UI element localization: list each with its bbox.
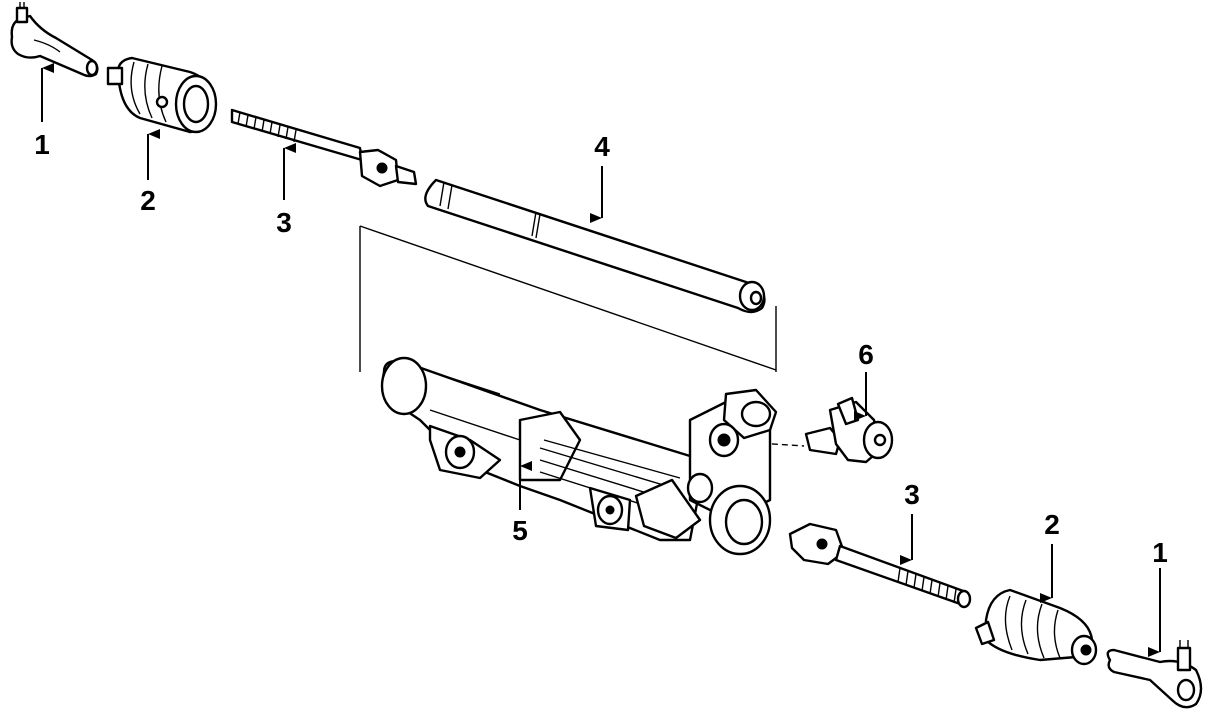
callout-labels: 1 2 3 4 5 6 3 2 1 [34, 129, 1168, 568]
callout-boot-left: 2 [140, 185, 156, 216]
callout-inner-tie-rod-left: 3 [276, 207, 292, 238]
callout-tie-rod-end-right: 1 [1152, 537, 1168, 568]
callout-tie-rod-end-left: 1 [34, 129, 50, 160]
callout-arrows [41, 63, 1161, 657]
boot-left [106, 56, 218, 134]
callout-inner-tie-rod-right: 3 [904, 479, 920, 510]
callout-rack: 4 [594, 131, 610, 162]
callout-rack-housing: 5 [512, 515, 528, 546]
inner-tie-rod-left [230, 108, 418, 188]
tie-rod-end-right [1106, 640, 1203, 709]
inner-tie-rod-right [788, 522, 972, 609]
tie-rod-end-left [10, 2, 99, 78]
rack-housing [380, 356, 778, 556]
callout-boot-right: 2 [1044, 509, 1060, 540]
boot-right [974, 588, 1098, 666]
rack [424, 178, 766, 314]
callout-sensor: 6 [858, 339, 874, 370]
sensor [804, 396, 894, 464]
